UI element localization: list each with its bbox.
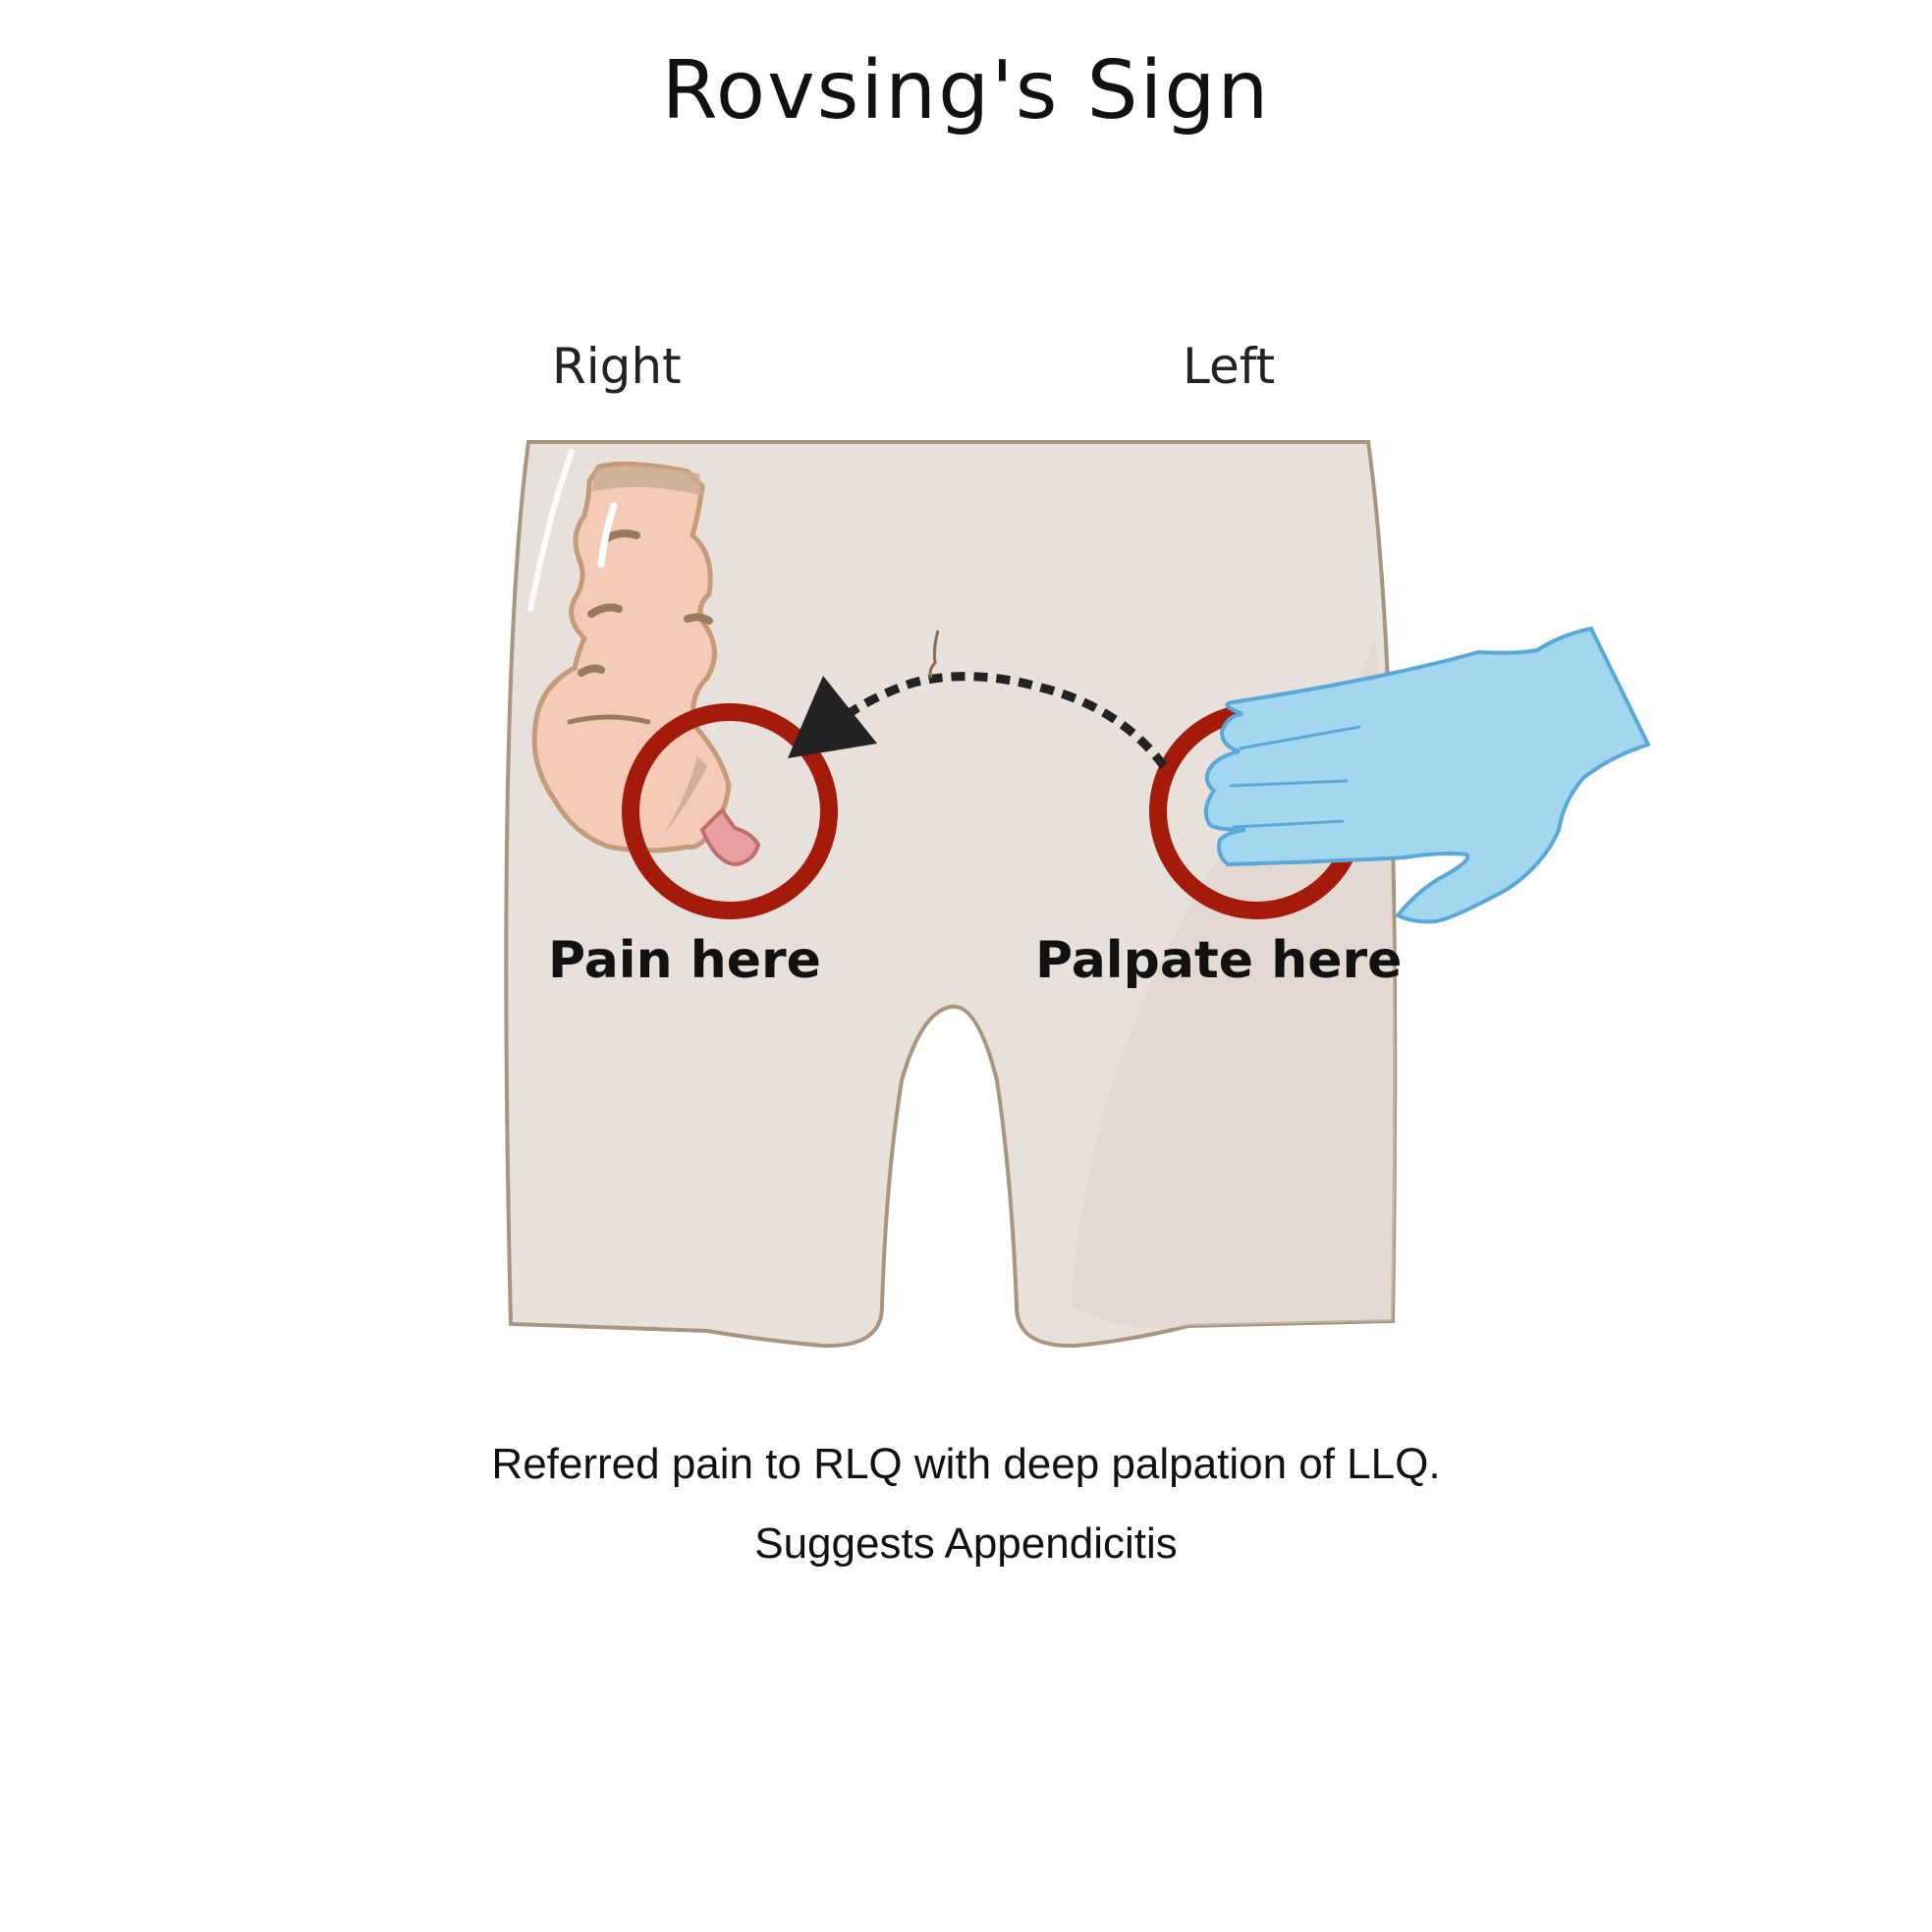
torso-highlight <box>527 449 575 612</box>
colon-haustra-5 <box>567 714 651 725</box>
colon-top-band <box>592 465 702 496</box>
diagram-title: Rovsing's Sign <box>661 44 1271 138</box>
arrow-head-icon <box>788 676 877 758</box>
glove-finger-line-3 <box>1232 819 1345 829</box>
colon-fold-shadow <box>663 756 707 835</box>
caption-description: Referred pain to RLQ with deep palpation… <box>491 1440 1441 1488</box>
right-side-label: Right <box>552 338 682 395</box>
colon-shine <box>597 502 618 569</box>
pain-site-marker <box>622 703 838 919</box>
caption-diagnosis: Suggests Appendicitis <box>754 1519 1178 1568</box>
colon-haustra-1 <box>603 529 640 542</box>
glove-finger-line-1 <box>1239 725 1361 750</box>
pain-here-label: Pain here <box>548 931 821 990</box>
palpate-here-label: Palpate here <box>1035 931 1403 990</box>
arrow-tick-mark <box>928 630 940 679</box>
colon-haustra-2 <box>587 603 623 618</box>
appendix-icon <box>699 806 761 867</box>
gloved-hand-icon <box>1203 626 1651 924</box>
colon-haustra-3 <box>578 664 605 677</box>
left-side-label: Left <box>1183 338 1276 395</box>
glove-finger-line-2 <box>1229 779 1349 788</box>
colon-haustra-4 <box>684 613 713 625</box>
colon-icon <box>531 461 732 854</box>
